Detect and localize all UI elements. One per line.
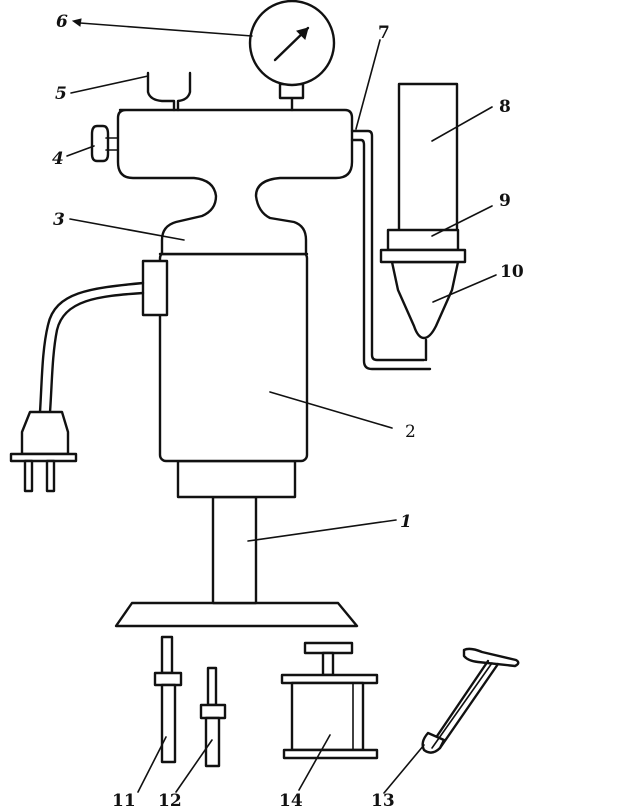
label-6: 6 [56,12,68,32]
label-12: 12 [158,791,182,809]
label-5: 5 [55,84,67,104]
connecting-tube [350,129,432,371]
valve-knob [90,124,119,163]
label-2: 2 [405,422,416,442]
label-8: 8 [499,97,511,117]
cylinder [397,82,459,242]
plug [9,410,78,493]
base-stand [114,459,359,628]
label-3: 3 [53,210,65,230]
power-cord [38,281,145,414]
motor-body [141,250,309,463]
funnel [390,260,460,340]
top-fitting [146,71,192,112]
accessory-rod-12 [199,666,227,768]
part-labels: 1 2 3 4 5 6 7 8 9 10 11 12 14 13 [52,12,524,809]
accessory-rod-11 [153,635,183,764]
label-7: 7 [378,23,390,43]
label-1: 1 [400,512,412,532]
label-10: 10 [500,262,524,282]
label-13: 13 [371,791,395,809]
hand-tool-13 [421,647,520,754]
label-11: 11 [112,791,136,809]
pressure-gauge [248,0,336,112]
label-14: 14 [279,791,303,809]
label-4: 4 [52,149,64,169]
clamp-ring [379,228,467,264]
label-9: 9 [499,191,511,211]
press-spool-14 [280,641,379,760]
leader-lines [66,18,497,794]
upper-chamber [116,108,354,256]
